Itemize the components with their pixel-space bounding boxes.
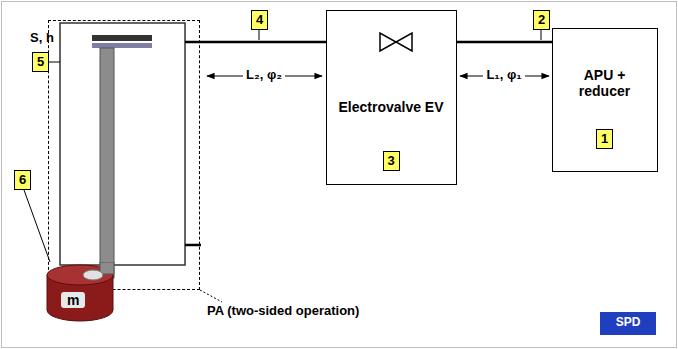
callout-number: 5 xyxy=(32,52,49,72)
leader-line xyxy=(49,62,60,63)
callout-number: 6 xyxy=(14,170,31,190)
dimension-label: L₁, φ₁ xyxy=(483,67,524,82)
mass-label: m xyxy=(61,292,85,308)
valve-symbol xyxy=(380,33,412,51)
leader-line xyxy=(200,290,222,302)
piston-cap xyxy=(92,35,152,41)
piston-head xyxy=(92,43,152,48)
valve-box: Electrovalve EV 3 xyxy=(326,10,457,185)
apu-box: APU + reducer 1 xyxy=(552,28,658,172)
badge-text: SPD xyxy=(600,315,656,329)
actuator-housing: PA (two-sided operation) xyxy=(48,20,200,290)
piston-rod xyxy=(100,48,114,278)
dimension-label: L₂, φ₂ xyxy=(243,67,285,82)
callout-number: 1 xyxy=(596,129,613,149)
actuator-title: PA (two-sided operation) xyxy=(207,303,359,318)
leader-line xyxy=(24,190,50,262)
callout-tick xyxy=(541,29,542,40)
valve-name: Electrovalve EV xyxy=(336,99,446,115)
apu-name: APU + reducer xyxy=(570,67,640,99)
badge: SPD xyxy=(600,312,656,335)
pipe-line xyxy=(200,41,326,44)
callout-tick xyxy=(259,29,260,40)
cylinder-body xyxy=(60,23,185,265)
rod-socket xyxy=(83,270,103,280)
upper-port xyxy=(185,41,200,44)
callout-number: 4 xyxy=(251,10,268,30)
dimension-label: S, h xyxy=(30,30,54,45)
lower-port xyxy=(185,244,201,247)
mass-drum: m xyxy=(45,262,115,324)
callout-number: 3 xyxy=(383,151,400,171)
callout-number: 2 xyxy=(533,10,550,30)
pipe-line xyxy=(457,41,552,44)
